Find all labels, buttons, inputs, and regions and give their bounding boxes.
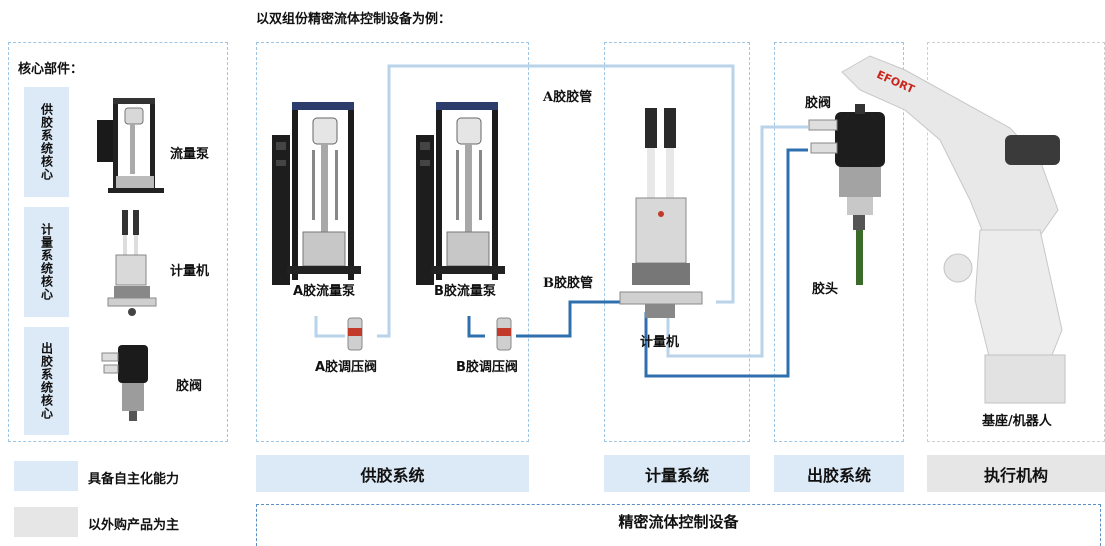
pipe-a-main bbox=[377, 64, 735, 338]
core-pump-image bbox=[97, 98, 164, 193]
supply-system-bar: 供胶系统 bbox=[256, 455, 529, 492]
pipe-b-to-valve-head bbox=[644, 148, 808, 378]
pump-a-image bbox=[272, 102, 361, 285]
meter-label: 计量机 bbox=[640, 335, 680, 350]
core-meter-image bbox=[107, 210, 157, 316]
legend-label-autonomous: 具备自主化能力 bbox=[88, 472, 180, 487]
precision-fluid-equipment-bracket: 精密流体控制设备 bbox=[256, 504, 1101, 546]
glue-valve-image bbox=[808, 104, 885, 285]
pump-b-label: B胶流量泵 bbox=[434, 284, 496, 299]
actuator-bar: 执行机构 bbox=[927, 455, 1105, 492]
legend-swatch-purchased bbox=[14, 507, 78, 537]
legend-label-purchased: 以外购产品为主 bbox=[88, 518, 180, 533]
pipe-a-to-valve bbox=[314, 316, 345, 338]
core-category-dispensing: 出胶系统核心 bbox=[24, 327, 69, 435]
core-category-supply: 供胶系统核心 bbox=[24, 87, 69, 197]
metering-system-frame bbox=[604, 42, 750, 442]
dispensing-system-bar: 出胶系统 bbox=[774, 455, 904, 492]
metering-system-bar: 计量系统 bbox=[604, 455, 750, 492]
core-components-title: 核心部件： bbox=[18, 62, 84, 77]
core-item-pump: 流量泵 bbox=[170, 147, 210, 162]
robot-image bbox=[841, 55, 1066, 404]
precision-fluid-equipment-label: 精密流体控制设备 bbox=[618, 513, 739, 531]
pipe-a-label: A胶胶管 bbox=[543, 90, 593, 105]
pipe-a-to-valve-head bbox=[666, 125, 808, 358]
supply-system-frame bbox=[256, 42, 529, 442]
valve-b-image bbox=[496, 317, 512, 351]
valve-b-label: B胶调压阀 bbox=[456, 360, 518, 375]
valve-a-label: A胶调压阀 bbox=[315, 360, 378, 375]
dispensing-system-frame bbox=[774, 42, 904, 442]
core-item-valve: 胶阀 bbox=[176, 379, 203, 394]
pipe-b-label: B胶胶管 bbox=[543, 276, 593, 291]
robot-label: 基座/机器人 bbox=[982, 414, 1052, 429]
glue-valve-label: 胶阀 bbox=[805, 96, 832, 111]
core-item-meter: 计量机 bbox=[170, 264, 210, 279]
pump-a-label: A胶流量泵 bbox=[293, 284, 356, 299]
valve-a-image bbox=[347, 317, 363, 351]
core-category-metering: 计量系统核心 bbox=[24, 207, 69, 317]
core-components-panel bbox=[8, 42, 228, 442]
pipe-b-main bbox=[516, 300, 620, 338]
meter-image bbox=[619, 108, 703, 318]
core-valve-image bbox=[101, 345, 148, 421]
light-pipes bbox=[314, 64, 808, 358]
pump-b-image bbox=[416, 102, 505, 285]
pipe-b-to-valve bbox=[467, 316, 485, 338]
nozzle-label: 胶头 bbox=[812, 282, 839, 297]
diagram-header: 以双组份精密流体控制设备为例： bbox=[256, 12, 452, 27]
dark-pipes bbox=[467, 148, 808, 378]
legend-swatch-autonomous bbox=[14, 461, 78, 491]
